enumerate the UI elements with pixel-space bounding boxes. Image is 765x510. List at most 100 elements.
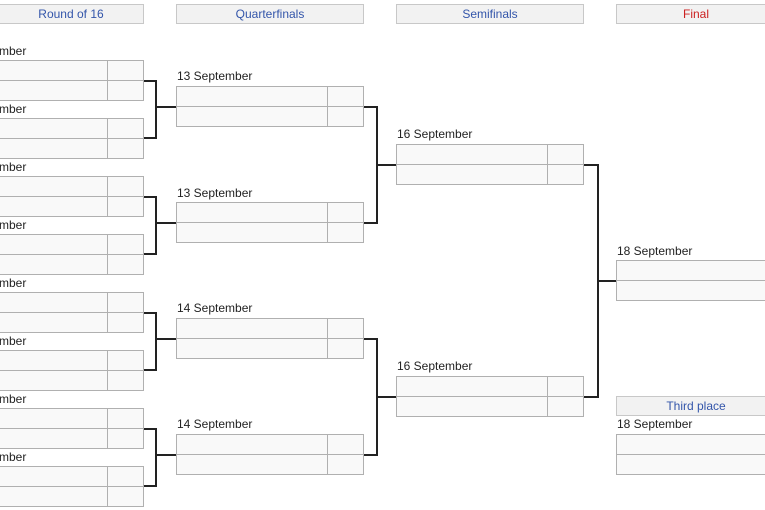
r16-date-3: mber [0,160,27,174]
score-cell [107,255,143,274]
connector-qf-3 [364,338,377,340]
score-cell [107,177,143,196]
qf-m2-team-1 [176,202,364,223]
final-team-1 [616,260,765,281]
r16-m1-team-2 [0,80,144,101]
r16-date-8: mber [0,450,27,464]
qf-date-3: 14 September [177,301,253,315]
connector-qf-12-to-sf [376,164,396,166]
r16-m5-team-2 [0,312,144,333]
score-cell [327,203,363,222]
qf-m2-team-2 [176,222,364,243]
third-place-date: 18 September [617,417,693,431]
qf-date-2: 13 September [177,186,253,200]
score-cell [107,371,143,390]
r16-m4-team-1 [0,234,144,255]
sf-m1-team-2 [396,164,584,185]
score-cell [107,293,143,312]
connector-sf-1 [584,164,598,166]
connector-r16-8 [144,485,156,487]
r16-m3-team-2 [0,196,144,217]
sf-m2-team-1 [396,376,584,397]
score-cell [107,139,143,158]
connector-r16-34-vertical [155,196,157,255]
header-round-of-16: Round of 16 [0,4,144,24]
connector-r16-7 [144,428,156,430]
connector-qf-2 [364,222,377,224]
qf-m3-team-1 [176,318,364,339]
score-cell [327,319,363,338]
connector-r16-78-to-qf [155,454,176,456]
r16-date-5: mber [0,276,27,290]
score-cell [107,313,143,332]
score-cell [107,487,143,506]
score-cell [107,81,143,100]
connector-r16-3 [144,196,156,198]
r16-date-4: mber [0,218,27,232]
connector-r16-2 [144,137,156,139]
qf-date-4: 14 September [177,417,253,431]
header-final: Final [616,4,765,24]
qf-m4-team-2 [176,454,364,475]
score-cell [107,61,143,80]
r16-date-7: mber [0,392,27,406]
qf-m4-team-1 [176,434,364,455]
sf-date-2: 16 September [397,359,473,373]
connector-qf-4 [364,454,377,456]
qf-m1-team-2 [176,106,364,127]
score-cell [327,455,363,474]
score-cell [107,351,143,370]
connector-sf-to-final [597,280,616,282]
header-quarterfinals: Quarterfinals [176,4,364,24]
final-date: 18 September [617,244,693,258]
score-cell [107,119,143,138]
score-cell [547,165,583,184]
r16-m2-team-1 [0,118,144,139]
sf-m2-team-2 [396,396,584,417]
score-cell [107,197,143,216]
score-cell [107,429,143,448]
connector-r16-12-to-qf [155,106,176,108]
connector-r16-56-to-qf [155,338,176,340]
connector-r16-5 [144,312,156,314]
r16-m2-team-2 [0,138,144,159]
r16-m3-team-1 [0,176,144,197]
r16-m4-team-2 [0,254,144,275]
r16-m7-team-2 [0,428,144,449]
sf-m1-team-1 [396,144,584,165]
score-cell [547,397,583,416]
third-place-team-1 [616,434,765,455]
score-cell [107,467,143,486]
score-cell [327,87,363,106]
r16-date-2: mber [0,102,27,116]
connector-qf-34-to-sf [376,396,396,398]
connector-r16-12-vertical [155,80,157,139]
connector-r16-34-to-qf [155,222,176,224]
qf-m3-team-2 [176,338,364,359]
connector-r16-4 [144,253,156,255]
score-cell [327,107,363,126]
connector-r16-56-vertical [155,312,157,371]
qf-date-1: 13 September [177,69,253,83]
connector-qf-1 [364,106,377,108]
score-cell [107,235,143,254]
score-cell [327,223,363,242]
r16-m6-team-2 [0,370,144,391]
r16-date-6: mber [0,334,27,348]
score-cell [547,145,583,164]
score-cell [327,435,363,454]
score-cell [107,409,143,428]
r16-m6-team-1 [0,350,144,371]
connector-r16-6 [144,369,156,371]
final-team-2 [616,280,765,301]
connector-sf-2 [584,396,598,398]
sf-date-1: 16 September [397,127,473,141]
r16-m5-team-1 [0,292,144,313]
third-place-team-2 [616,454,765,475]
r16-m8-team-2 [0,486,144,507]
r16-m8-team-1 [0,466,144,487]
connector-r16-1 [144,80,156,82]
r16-date-1: mber [0,44,27,58]
header-semifinals: Semifinals [396,4,584,24]
